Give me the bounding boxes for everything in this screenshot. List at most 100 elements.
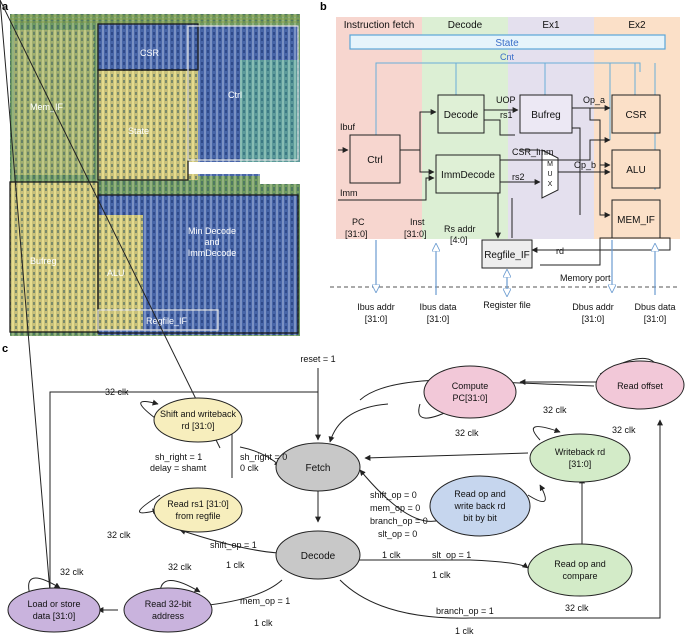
regfile-if-block-label: Regfile_IF	[484, 250, 530, 261]
alu-block-label: ALU	[626, 165, 645, 176]
dbus-addr-line2: [31:0]	[582, 314, 605, 324]
ibus-data-line1: Ibus data	[419, 302, 456, 312]
ibus-addr-line2: [31:0]	[365, 314, 388, 324]
state-read-op-compare-line1: Read op and	[554, 559, 606, 569]
clk1-shift: 1 clk	[226, 560, 245, 570]
state-read-address-line2: address	[152, 611, 185, 621]
state-load-store-line1: Load or store	[27, 599, 80, 609]
state-read-op-writeback-line1: Read op and	[454, 489, 506, 499]
regfile-if-block	[481, 239, 533, 269]
state-read-address	[123, 587, 213, 633]
decode-block-label: Decode	[444, 110, 479, 121]
clk32-compare: 32 clk	[565, 603, 589, 613]
state-decode-label: Decode	[301, 551, 336, 562]
slt-op-1-label: slt_op = 1	[432, 550, 471, 560]
state-writeback-rd-line2: [31:0]	[569, 459, 592, 469]
ibus-addr-line1: Ibus addr	[357, 302, 395, 312]
clk32-compute-pc: 32 clk	[455, 428, 479, 438]
pc-label-line1: PC	[352, 217, 365, 227]
mem-op-0-label: mem_op = 0	[370, 503, 420, 513]
state-read-op-compare-line2: compare	[562, 571, 597, 581]
inst-label-line1: Inst	[410, 217, 425, 227]
state-fetch	[275, 442, 361, 492]
clk1-branch: 1 clk	[455, 626, 474, 635]
state-read-rs1-line1: Read rs1 [31:0]	[167, 499, 229, 509]
clk0-label: 0 clk	[240, 463, 259, 473]
dbus-addr-line1: Dbus addr	[572, 302, 614, 312]
layout-alu-label: ALU	[107, 268, 125, 278]
mem-if-block	[611, 199, 661, 239]
layout-min-decode-line1: Min Decode	[188, 226, 236, 236]
state-read-op-writeback-line2: write back rd	[453, 501, 505, 511]
bufreg-block-label: Bufreg	[531, 110, 560, 121]
inst-label-line2: [31:0]	[404, 229, 427, 239]
state-writeback-rd	[529, 433, 631, 483]
alu-block	[611, 149, 661, 189]
state-read-rs1-line2: from regfile	[175, 511, 220, 521]
clk1-slt: 1 clk	[432, 570, 451, 580]
mem-op-1-label: mem_op = 1	[240, 596, 290, 606]
rs-addr-label-line1: Rs addr	[444, 224, 476, 234]
op-b-label: Op_b	[574, 160, 596, 170]
immdecode-block	[435, 154, 501, 194]
op-a-label: Op_a	[583, 95, 605, 105]
mem-if-block-label: MEM_IF	[617, 215, 655, 226]
clk1-mem: 1 clk	[254, 618, 273, 628]
stage-label-fetch: Instruction fetch	[344, 20, 415, 31]
state-shift-writeback-line2: rd [31:0]	[181, 421, 214, 431]
slt-op-0-label: slt_op = 0	[378, 529, 417, 539]
ibus-data-line2: [31:0]	[427, 314, 450, 324]
mux-x: X	[548, 181, 553, 188]
csr-block-label: CSR	[625, 110, 646, 121]
panel-c-label: c	[2, 343, 8, 355]
state-decode	[275, 530, 361, 580]
pc-label-line2: [31:0]	[345, 229, 368, 239]
state-fetch-label: Fetch	[305, 463, 330, 474]
layout-min-decode-line3: ImmDecode	[188, 248, 237, 258]
state-shift-writeback	[153, 397, 243, 443]
state-bar-label: State	[495, 38, 519, 49]
states: Fetch Decode Shift and writeback rd [31:…	[7, 360, 685, 633]
uop-label: UOP	[496, 95, 516, 105]
clk1-read-op: 1 clk	[382, 550, 401, 560]
state-read-offset	[595, 360, 685, 410]
state-shift-writeback-line1: Shift and writeback	[160, 409, 237, 419]
csr-block	[611, 94, 661, 134]
clk32-shift: 32 clk	[105, 387, 129, 397]
layout-min-decode-line2: and	[204, 237, 219, 247]
state-read-op-compare	[527, 543, 633, 597]
state-compute-pc-line2: PC[31:0]	[452, 393, 487, 403]
imm-label: Imm	[340, 188, 358, 198]
block-diagram: Instruction fetch Decode Ex1 Ex2 State C…	[330, 17, 680, 324]
memory-port-label: Memory port	[560, 273, 611, 283]
layout-bufreg-label: Bufreg	[30, 256, 57, 266]
state-writeback-rd-line1: Writeback rd	[555, 447, 605, 457]
panel-a-label: a	[2, 1, 9, 13]
cnt-label: Cnt	[500, 52, 515, 62]
state-load-store-line2: data [31:0]	[33, 611, 76, 621]
layout-csr-label: CSR	[140, 48, 160, 58]
clk32-read-address: 32 clk	[168, 562, 192, 572]
shift-op-1-label: shift_op = 1	[210, 540, 257, 550]
branch-op-0-label: branch_op = 0	[370, 516, 428, 526]
dbus-data-line2: [31:0]	[644, 314, 667, 324]
ibuf-label: Ibuf	[340, 122, 356, 132]
ctrl-block	[349, 134, 401, 184]
stage-label-ex2: Ex2	[628, 20, 646, 31]
panel-b-label: b	[320, 1, 327, 13]
state-bar	[349, 34, 666, 50]
clk32-read-rs1: 32 clk	[107, 530, 131, 540]
chip-layout: CSR Mem_IF Ctrl State Bufreg ALU Min Dec…	[9, 14, 300, 336]
layout-ctrl-label: Ctrl	[228, 90, 242, 100]
clk32-read-offset: 32 clk	[612, 425, 636, 435]
delay-shamt-label: delay = shamt	[150, 463, 207, 473]
state-read-op-writeback-line3: bit by bit	[463, 513, 497, 523]
rs2-label: rs2	[512, 172, 525, 182]
bufreg-block	[519, 94, 573, 134]
rd-label: rd	[556, 246, 564, 256]
decode-block	[437, 94, 485, 134]
layout-state-label: State	[128, 126, 149, 136]
sh-right-1-label: sh_right = 1	[155, 452, 202, 462]
register-file-label: Register file	[483, 300, 531, 310]
